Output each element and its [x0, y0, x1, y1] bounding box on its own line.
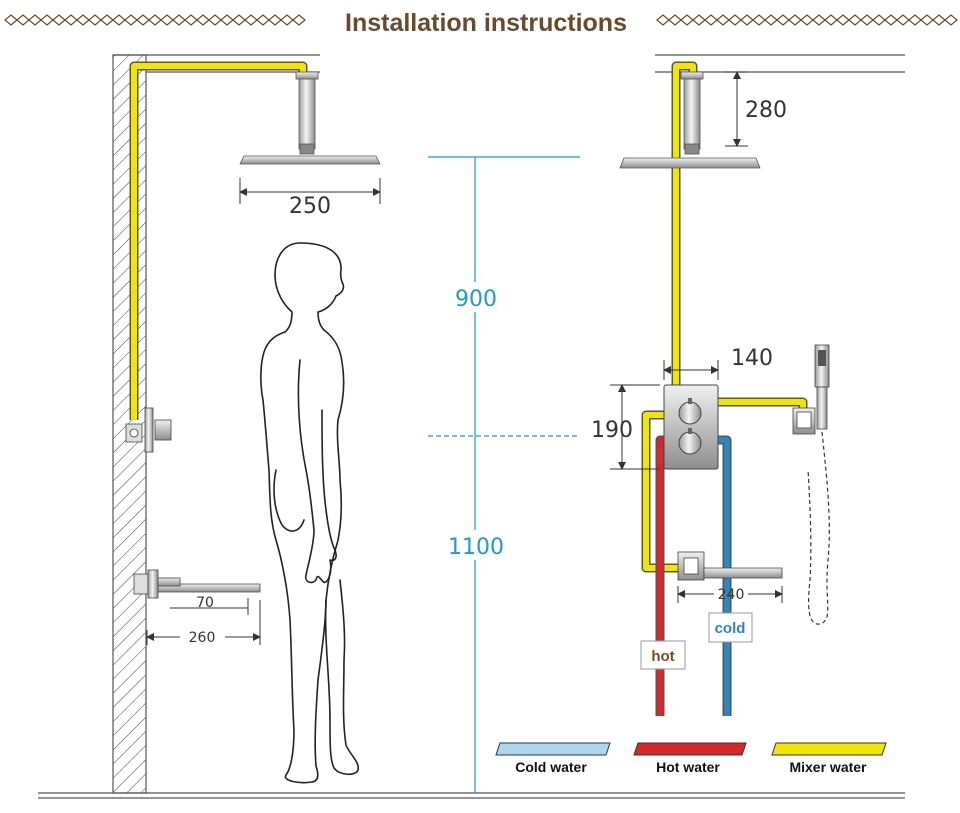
legend-swatch-hot — [633, 742, 747, 756]
tag-hot: hot — [640, 640, 686, 670]
mixer-pipe-to-handshower — [716, 399, 806, 412]
right-shower-head — [619, 71, 761, 169]
legend-item-mixer: Mixer water — [771, 742, 887, 775]
left-tub-spout — [133, 569, 261, 599]
legend-label-mixer: Mixer water — [789, 759, 867, 775]
legend: Cold water Hot water Mixer water — [495, 742, 887, 775]
dim-spout-length — [677, 586, 783, 603]
title-ornament-left — [4, 14, 306, 26]
label-900: 900 — [455, 287, 497, 312]
title-bar: Installation instructions — [4, 9, 958, 37]
legend-label-hot: Hot water — [656, 759, 720, 775]
tag-cold: cold — [708, 612, 753, 643]
legend-item-cold: Cold water — [495, 742, 611, 775]
left-plumbing — [129, 61, 308, 420]
left-mixer-valve — [125, 407, 172, 453]
dim-shower-head-width — [239, 178, 381, 204]
hip-line — [273, 469, 305, 532]
legend-swatch-cold — [495, 742, 611, 756]
left-shower-head — [239, 71, 381, 165]
hand-shower[interactable] — [792, 344, 830, 625]
arm — [297, 359, 337, 584]
legend-item-hot: Hot water — [633, 742, 747, 775]
page-title: Installation instructions — [345, 9, 627, 37]
label-280: 280 — [745, 98, 787, 123]
height-dimensions — [428, 156, 580, 793]
dim-valve-height — [610, 384, 660, 470]
label-260: 260 — [189, 630, 216, 646]
person-figure — [260, 242, 360, 784]
dim-valve-width — [663, 360, 719, 380]
right-tub-spout — [677, 551, 783, 581]
hot-water-pipe — [657, 437, 673, 716]
hand-shower-hose — [807, 431, 830, 625]
legend-label-cold: Cold water — [515, 759, 587, 775]
back-leg — [324, 579, 360, 776]
dim-spout-wall-distance — [146, 600, 261, 645]
thermostatic-valve[interactable] — [663, 384, 719, 470]
legend-swatch-mixer — [771, 742, 887, 756]
title-ornament-right — [656, 14, 958, 26]
temperature-knob[interactable] — [678, 401, 702, 425]
label-140: 140 — [731, 346, 773, 371]
label-1100: 1100 — [448, 535, 504, 560]
tag-cold-label: cold — [715, 620, 746, 637]
rain-shower-head-left — [239, 155, 381, 165]
dim-spout-projection — [170, 598, 249, 615]
tag-hot-label: hot — [651, 648, 674, 665]
spout-right — [703, 567, 783, 579]
dim-arm-drop — [725, 71, 748, 147]
mixer-pipe-left — [131, 63, 306, 420]
spout-left — [157, 583, 261, 593]
shower-arm-left — [298, 78, 316, 150]
body-outline — [260, 242, 345, 784]
shower-arm-right — [683, 78, 701, 150]
label-190: 190 — [591, 418, 633, 443]
label-250: 250 — [289, 194, 331, 219]
label-240: 240 — [718, 587, 745, 603]
flow-knob[interactable] — [678, 431, 702, 455]
rain-shower-head-right — [619, 157, 761, 169]
label-70: 70 — [196, 595, 214, 611]
